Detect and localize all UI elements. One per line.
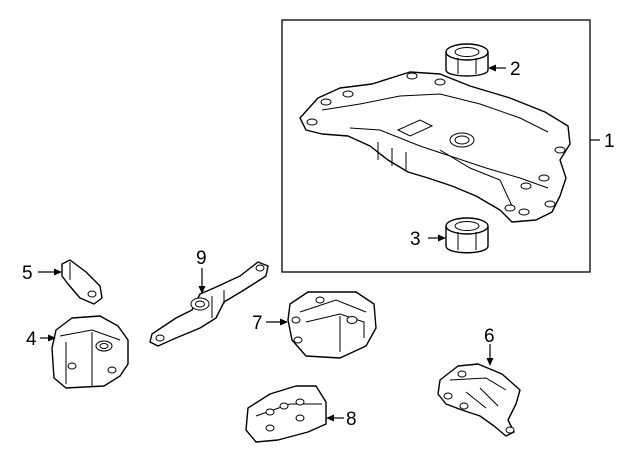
callout-9: 9 bbox=[196, 248, 207, 269]
part-2-upper-bushing[interactable] bbox=[445, 43, 489, 77]
leader-lines bbox=[38, 64, 600, 422]
callout-4: 4 bbox=[26, 329, 37, 350]
callout-1: 1 bbox=[604, 131, 615, 152]
callout-2: 2 bbox=[510, 59, 521, 80]
part-7-transmission-mount[interactable] bbox=[287, 291, 377, 359]
part-8-lower-bracket[interactable] bbox=[245, 385, 327, 443]
callout-5: 5 bbox=[22, 263, 33, 284]
part-3-lower-bushing[interactable] bbox=[445, 217, 489, 254]
subframe-group-box bbox=[281, 19, 591, 273]
part-5-bracket[interactable] bbox=[61, 259, 103, 305]
part-6-side-mount[interactable] bbox=[437, 363, 521, 437]
callout-7: 7 bbox=[252, 313, 263, 334]
callout-8: 8 bbox=[346, 409, 357, 430]
part-1-subframe[interactable] bbox=[299, 71, 571, 223]
callout-6: 6 bbox=[484, 326, 495, 347]
callout-3: 3 bbox=[410, 229, 421, 250]
part-4-engine-mount[interactable] bbox=[51, 315, 129, 389]
part-9-torque-rod[interactable] bbox=[149, 261, 269, 347]
